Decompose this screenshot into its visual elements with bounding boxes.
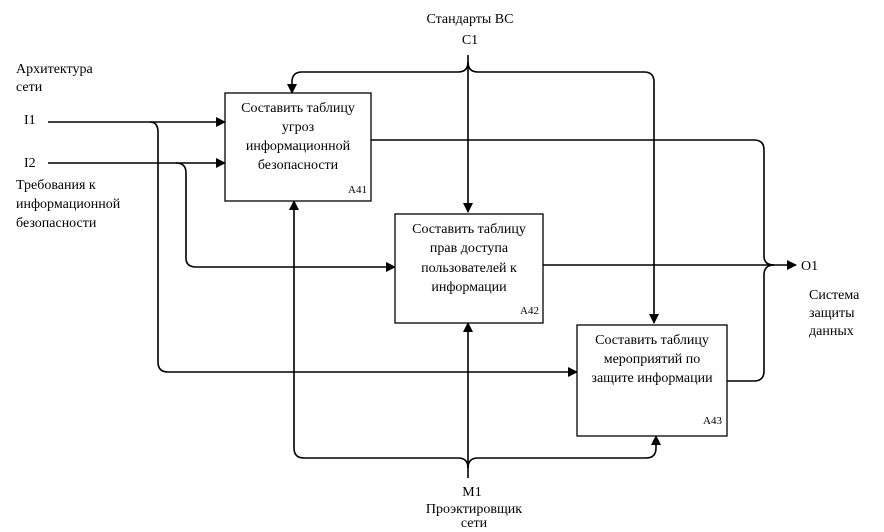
output-o1-name-line-2: защиты <box>809 306 855 321</box>
block-a42[interactable] <box>394 213 544 324</box>
input-i1-name-line-1: Архитектура <box>16 62 93 77</box>
block-a42-line-1: Составить таблицу <box>412 222 526 237</box>
input-i2-name-line-3: безопасности <box>16 216 97 231</box>
block-a41-id: А41 <box>348 184 367 196</box>
block-a43-line-1: Составить таблицу <box>595 333 709 348</box>
block-a43-id: А43 <box>703 415 722 427</box>
mechanism-branch-a41 <box>289 200 469 469</box>
control-branch-a41 <box>287 61 469 94</box>
block-a43-line-3: защите информации <box>591 371 713 386</box>
block-a41[interactable] <box>224 92 372 202</box>
block-a43-line-2: мероприятий по <box>604 352 701 367</box>
mechanism-branch-a43 <box>467 435 661 469</box>
block-a41-line-2: угроз <box>282 120 315 135</box>
input-i2-branch-a42 <box>175 162 396 272</box>
control-name-label: Стандарты ВС <box>426 12 513 27</box>
input-i2-name-line-1: Требования к <box>16 178 96 193</box>
block-a42-line-4: информации <box>431 280 507 295</box>
input-i1-name-line-2: сети <box>16 80 43 95</box>
mechanism-m1-name-line-2: сети <box>461 516 488 531</box>
mechanism-m1-code: M1 <box>462 485 481 500</box>
block-a42-line-3: пользователей к <box>421 261 517 276</box>
output-a41-line <box>371 139 775 266</box>
output-o1-name-line-3: данных <box>809 324 854 339</box>
input-i2-code: I2 <box>24 156 36 171</box>
mechanism-m1-name-line-1: Проэктировщик <box>426 502 522 517</box>
output-o1-code: O1 <box>801 259 818 274</box>
block-a41-line-3: информационной <box>246 139 351 154</box>
block-a41-line-4: безопасности <box>258 158 339 173</box>
input-i2-name-line-2: информационной <box>16 197 121 212</box>
block-a42-line-2: прав доступа <box>430 241 509 256</box>
block-a43[interactable] <box>576 324 728 437</box>
block-a41-line-1: Составить таблицу <box>241 101 355 116</box>
control-branch-a43 <box>467 61 659 324</box>
output-o1-name-line-1: Система <box>809 288 860 303</box>
block-a42-id: А42 <box>520 305 539 317</box>
input-i1-code: I1 <box>24 113 36 128</box>
input-i1-branch-a43 <box>149 121 578 377</box>
output-a43-line <box>727 264 775 382</box>
control-code-label: С1 <box>462 33 478 48</box>
